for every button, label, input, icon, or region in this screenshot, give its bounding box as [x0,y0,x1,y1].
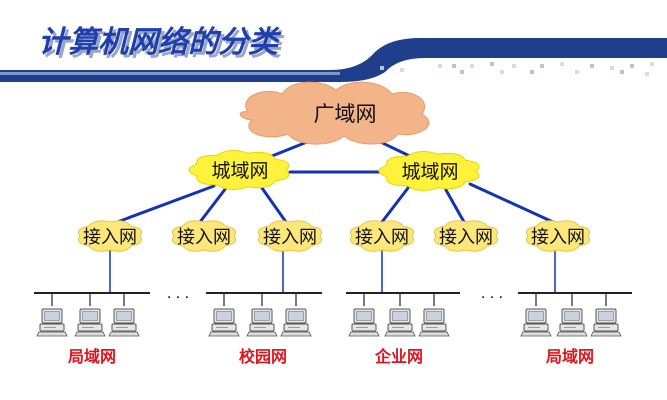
link-man-access-4 [380,186,410,224]
header-dot [452,64,456,68]
header-dot [590,64,594,68]
computer-icon [36,308,68,337]
access-cloud-1: 接入网 [77,220,143,252]
header-dot [530,70,534,74]
network-label-lan-1: 局域网 [68,347,116,366]
link-man-access-6 [468,182,555,224]
access-cloud-5: 接入网 [433,220,499,252]
man-label-2: 城域网 [401,161,458,183]
lan-group-1 [34,292,150,337]
header-dot [630,64,634,68]
access-label-6: 接入网 [531,227,585,248]
wan-label: 广域网 [314,102,377,126]
computer-icon [384,308,416,337]
link-man-access-2 [198,186,228,224]
man-cloud-1: 城域网 [188,150,290,190]
header-dot [575,70,579,74]
access-label-2: 接入网 [177,227,231,248]
header-dot [645,72,649,76]
computer-icon [556,308,588,337]
computer-icon [590,308,622,337]
header-dot [512,64,516,68]
link-man-access-3 [260,186,288,224]
network-labels: 局域网 校园网 企业网 局域网 [68,347,594,366]
man-cloud-2: 城域网 [378,151,480,191]
header-dot [650,62,654,66]
man-label-1: 城域网 [211,160,268,182]
link-man-access-1 [110,184,216,226]
header-dot [470,64,474,68]
access-cloud-6: 接入网 [525,220,591,252]
man-clouds: 城域网 城域网 [188,150,480,191]
lan-group-2 [206,292,322,337]
access-label-4: 接入网 [355,227,409,248]
computer-icon [108,308,140,337]
lan-group-3 [346,292,460,337]
lan-groups [34,292,632,337]
computer-icon [246,308,278,337]
slide-title: 计算机网络的分类 计算机网络的分类 [38,25,285,63]
ellipsis-right: · · · [481,290,503,306]
computer-icon [520,308,552,337]
header-band [0,38,667,82]
wan-cloud: 广域网 [239,81,430,145]
network-label-campus: 校园网 [239,347,287,366]
header-dot [400,68,404,72]
header-dot [500,70,504,74]
header-dot [490,62,494,66]
access-label-1: 接入网 [83,227,137,248]
link-man-access-5 [444,188,466,224]
header-dot [620,70,624,74]
header-dot [540,64,544,68]
network-label-lan-2: 局域网 [546,347,594,366]
header-dot [610,66,614,70]
header-dot [438,64,442,68]
computer-icon [418,308,450,337]
header-dot [380,66,384,70]
computer-icon [348,308,380,337]
computer-icon [208,308,240,337]
access-label-5: 接入网 [439,227,493,248]
access-cloud-3: 接入网 [257,220,323,252]
header-dot [560,62,564,66]
title-shadow: 计算机网络的分类 [41,28,285,63]
ellipsis-left: · · · [167,290,189,306]
connection-lines [109,134,556,292]
title-text: 计算机网络的分类 [38,25,282,60]
network-label-enterprise: 企业网 [374,347,423,366]
access-label-3: 接入网 [263,227,317,248]
lan-group-4 [518,292,632,337]
access-clouds: 接入网 接入网 接入网 接入网 接入网 接入网 [77,220,591,252]
access-cloud-4: 接入网 [349,220,415,252]
access-cloud-2: 接入网 [171,220,237,252]
computer-icon [74,308,106,337]
header-dot [460,70,464,74]
computer-icon [280,308,312,337]
